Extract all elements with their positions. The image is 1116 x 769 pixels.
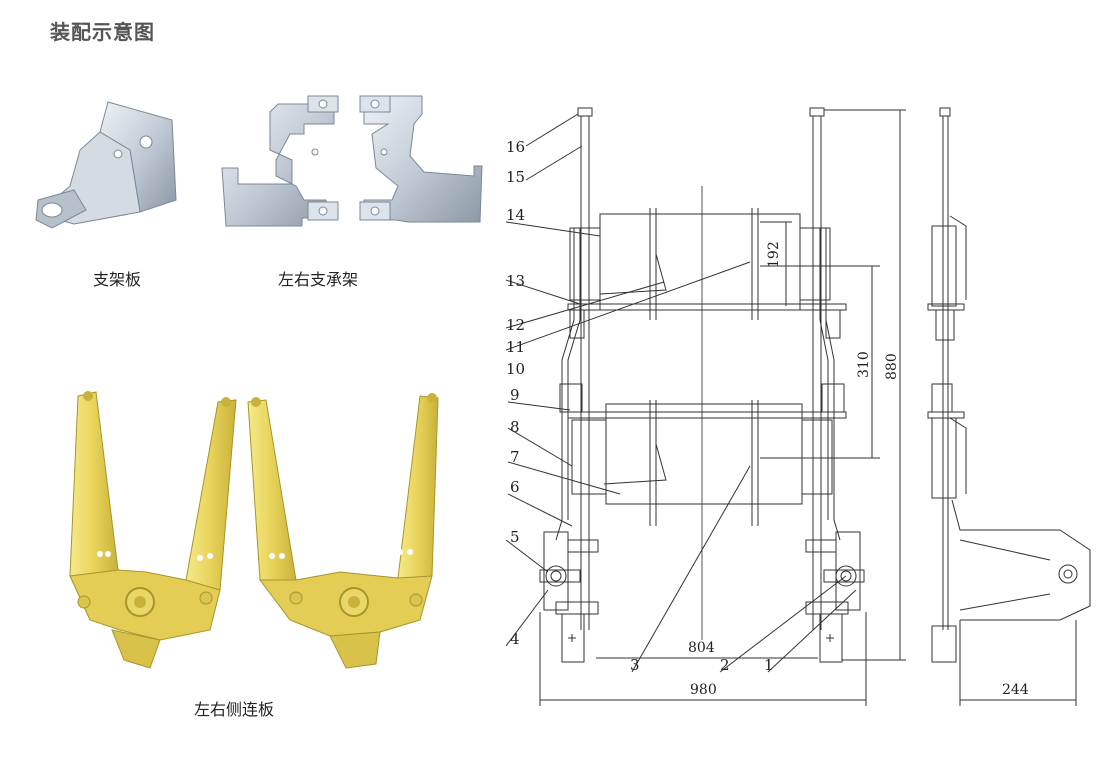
dim-192: 192: [766, 241, 782, 268]
left-bottom-mechanism: [539, 531, 599, 663]
callout-6: 6: [510, 478, 520, 496]
callout-13: 13: [506, 272, 525, 290]
lr-side-plate-photo: [69, 391, 439, 669]
dimension-lines: [539, 109, 1077, 706]
left-post: [577, 107, 593, 630]
callout-12: 12: [506, 316, 525, 334]
callout-2: 2: [720, 656, 730, 674]
dim-310: 310: [856, 351, 872, 378]
callout-9: 9: [510, 386, 520, 404]
callout-leaders: [505, 113, 857, 673]
callout-1: 1: [764, 656, 774, 674]
callout-16: 16: [506, 138, 525, 156]
right-bottom-mechanism: [805, 531, 865, 663]
right-post: [809, 107, 825, 630]
caption-lr-support: 左右支承架: [278, 270, 359, 289]
lower-frame: [559, 383, 847, 526]
callout-3: 3: [630, 656, 640, 674]
lr-support-photo: [221, 95, 483, 227]
dim-980: 980: [690, 682, 717, 698]
linkage-rods: [555, 228, 841, 541]
callout-4: 4: [510, 630, 520, 648]
callout-labels: 16 15 14 13 12 11 10 9 8 7 6 5 4 3 2 1: [506, 138, 774, 674]
caption-lr-side-plate: 左右侧连板: [194, 700, 275, 719]
callout-11: 11: [506, 338, 525, 356]
caption-bracket: 支架板: [93, 270, 142, 289]
dim-880: 880: [884, 353, 900, 380]
dim-244: 244: [1002, 682, 1029, 698]
upper-frame: [567, 208, 847, 339]
callout-8: 8: [510, 418, 520, 436]
side-view: [927, 107, 1091, 663]
callout-10: 10: [506, 360, 525, 378]
dim-804: 804: [688, 640, 715, 656]
callout-15: 15: [506, 168, 525, 186]
bracket-photo: [35, 101, 177, 229]
callout-14: 14: [506, 206, 525, 224]
callout-5: 5: [510, 528, 520, 546]
callout-7: 7: [510, 448, 520, 466]
page-title: 装配示意图: [50, 20, 155, 44]
